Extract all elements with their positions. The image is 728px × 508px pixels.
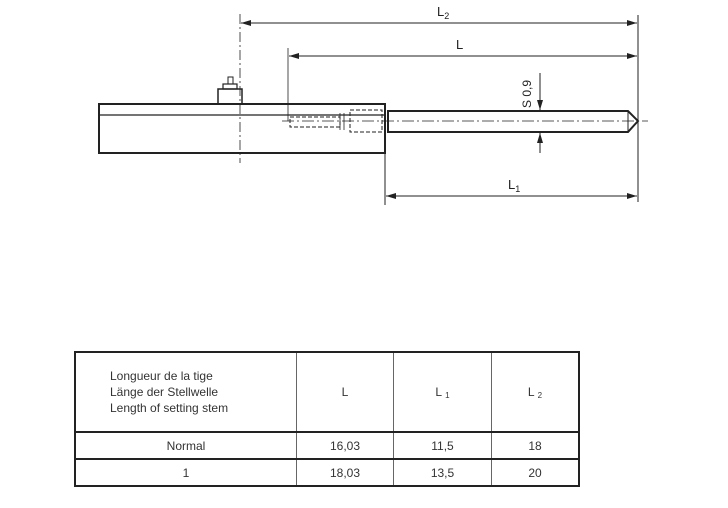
description-en: Length of setting stem xyxy=(110,401,229,415)
table-row: Normal 16,03 11,5 18 xyxy=(74,431,580,460)
setting-stem xyxy=(387,110,640,133)
row-label: Normal xyxy=(74,431,297,460)
table-row: 1 18,03 13,5 20 xyxy=(74,458,580,487)
cell-l2: 20 xyxy=(491,458,580,487)
cell-l1: 13,5 xyxy=(393,458,492,487)
description-de: Länge der Stellwelle xyxy=(110,385,219,399)
header-description: Longueur de la tige Länge der Stellwelle… xyxy=(74,351,297,433)
cell-l2: 18 xyxy=(491,431,580,460)
crown-knob xyxy=(217,88,243,105)
movement-body xyxy=(98,103,386,154)
stem-length-table: Longueur de la tige Länge der Stellwelle… xyxy=(74,351,580,487)
cell-l1: 11,5 xyxy=(393,431,492,460)
table-header-row: Longueur de la tige Länge der Stellwelle… xyxy=(74,351,580,433)
label-l1: L1 xyxy=(508,177,520,194)
setting-stem-drawing: L2 L L1 S 0,9 xyxy=(98,4,648,205)
cell-l: 18,03 xyxy=(296,458,394,487)
label-diameter: S 0,9 xyxy=(520,80,534,108)
label-l: L xyxy=(456,37,463,52)
description-fr: Longueur de la tige xyxy=(110,369,213,383)
header-l: L xyxy=(296,351,394,433)
cell-l: 16,03 xyxy=(296,431,394,460)
label-l2: L2 xyxy=(437,4,449,21)
row-label: 1 xyxy=(74,458,297,487)
